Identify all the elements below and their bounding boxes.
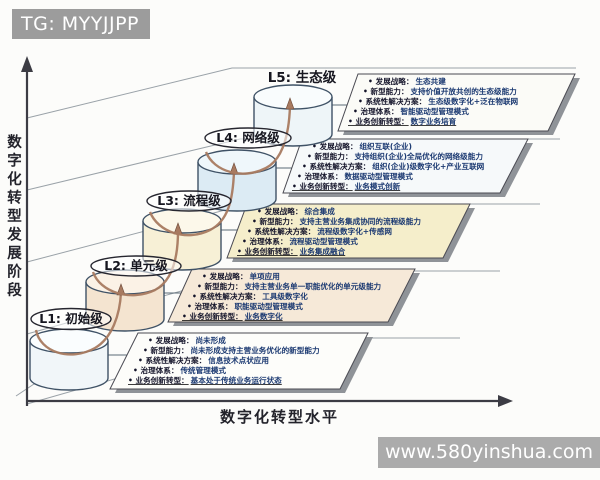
detail-item: • 新型能力：支持价值开放共创的生态级能力 <box>363 86 517 96</box>
level-4-box <box>282 138 529 194</box>
site-watermark: www.580yinshua.com <box>378 437 600 468</box>
detail-item: • 发展战略：尚未形成 <box>148 335 226 345</box>
level-1-label: L1: 初始级 <box>39 311 103 326</box>
level-2-group: • 发展战略：单项应用 • 新型能力：支持主营业务单一职能优化的单元级能力 • … <box>85 268 420 332</box>
detail-item: • 业务创新转型：基本处于传统业务运行状态 <box>128 375 282 385</box>
detail-item: • 系统性解决方案：工具级数字化 <box>192 291 308 301</box>
detail-item: • 系统性解决方案：生态级数字化+泛在物联网 <box>358 96 519 106</box>
axes <box>21 56 513 407</box>
growth-arrows <box>34 97 295 356</box>
detail-item: • 新型能力：支持组织(企业)全局优化的网络级能力 <box>307 151 483 161</box>
level-3-label: L3: 流程级 <box>157 193 221 208</box>
arrowhead-4 <box>285 97 295 110</box>
step-line-5 <box>26 67 576 119</box>
detail-item: • 业务创新转型：业务模式创新 <box>292 181 401 191</box>
detail-item: • 新型能力：支持主营业务单一职能优化的单元级能力 <box>197 281 382 291</box>
y-axis-arrowhead <box>21 56 33 72</box>
y-axis-label: 数字化转型发展阶段 <box>5 134 21 301</box>
level-1-label-oval <box>30 307 112 331</box>
growth-arrow-3 <box>148 170 236 237</box>
level-3-box <box>226 203 471 259</box>
detail-item: • 发展战略：单项应用 <box>202 271 280 281</box>
detail-item: • 发展战略：组织互联(企业) <box>312 141 412 151</box>
detail-item: • 治理体系：智能驱动型管理模式 <box>353 106 469 116</box>
level-5-label: L5: 生态级 <box>268 69 337 86</box>
detail-item: • 发展战略：生态共建 <box>368 76 446 86</box>
level-1-box <box>109 332 369 390</box>
detail-item: • 业务创新转型：数字业务培育 <box>348 116 457 126</box>
level-3-label-oval <box>146 190 232 212</box>
level-1-group: • 发展战略：尚未形成 • 新型能力：尚未形成支持主营业务优化的新型能力 • 系… <box>29 328 373 393</box>
tg-watermark-tag: TG: MYYJJPP <box>12 9 150 39</box>
level-3-group: • 发展战略：综合集成 • 新型能力：支持主营业务集成协同的流程级能力 • 系统… <box>142 203 475 271</box>
detail-item: • 业务创新转型：业务数字化 <box>182 311 283 321</box>
level-1-cylinder <box>29 341 109 391</box>
level-4-group: • 发展战略：组织互联(企业) • 新型能力：支持组织(企业)全局优化的网络级能… <box>197 138 533 212</box>
x-axis-label: 数字化转型水平 <box>219 408 339 426</box>
growth-arrow-4 <box>204 105 292 175</box>
detail-item: • 系统性解决方案：流程级数字化+传感网 <box>247 226 392 236</box>
level-labels: L1: 初始级 L2: 单元级 L3: 流程级 L4: 网络级 L5: 生态级 <box>30 69 337 331</box>
level-4-label-oval <box>204 127 292 149</box>
growth-arrow-1 <box>34 291 123 356</box>
detail-item: • 治理体系：流程驱动型管理模式 <box>242 236 358 246</box>
detail-item: • 治理体系：职能驱动型管理模式 <box>187 301 303 311</box>
level-2-label-oval <box>90 255 182 277</box>
level-5-box <box>337 73 576 132</box>
detail-item: • 新型能力：尚未形成支持主营业务优化的新型能力 <box>143 345 320 355</box>
detail-item: • 新型能力：支持主营业务集成协同的流程级能力 <box>252 216 421 226</box>
detail-item: • 发展战略：综合集成 <box>257 206 335 216</box>
x-axis-arrowhead <box>498 395 513 407</box>
detail-item: • 系统性解决方案：信息技术点状应用 <box>138 355 269 365</box>
detail-item: • 治理体系：传统管理模式 <box>133 365 226 375</box>
growth-arrow-2 <box>91 230 180 297</box>
detail-item: • 业务创新转型：业务集成融合 <box>237 246 346 256</box>
level-2-label: L2: 单元级 <box>104 258 168 273</box>
detail-item: • 系统性解决方案：组织(企业)级数字化+产业互联网 <box>302 161 485 171</box>
level-5-group: • 发展战略：生态共建 • 新型能力：支持价值开放共创的生态级能力 • 系统性解… <box>253 73 580 147</box>
level-4-label: L4: 网络级 <box>216 130 280 145</box>
level-2-box <box>167 268 416 323</box>
detail-item: • 治理体系：数据驱动型管理模式 <box>297 171 413 181</box>
